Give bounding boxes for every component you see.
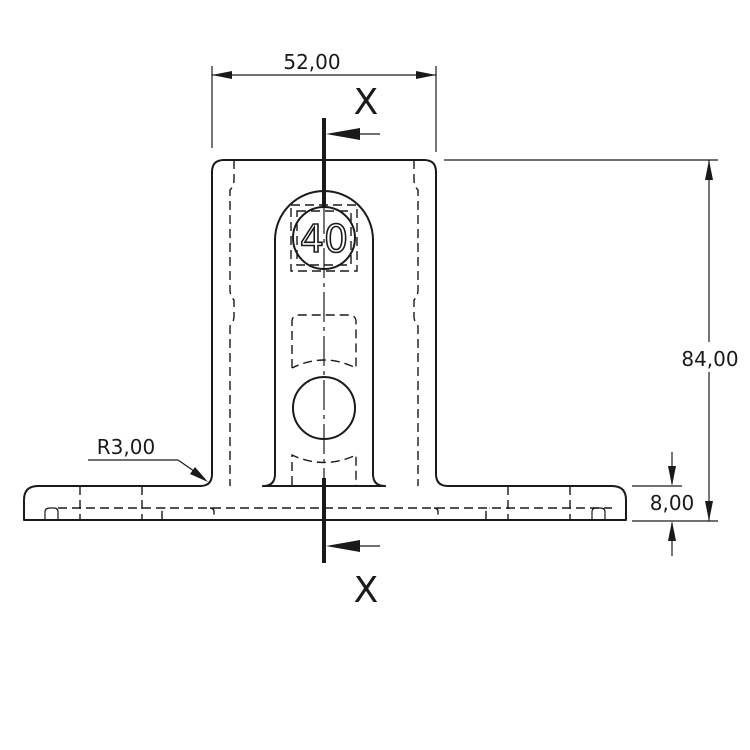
arrow-left-icon — [212, 71, 232, 79]
arrow-up-small-icon — [668, 521, 676, 541]
dimension-height: 84,00 — [444, 159, 739, 522]
section-label-bottom: X — [354, 570, 379, 611]
base-bump-mid-right-b — [485, 507, 491, 520]
arrow-down-small-icon — [668, 466, 676, 486]
arrow-up-icon — [705, 160, 713, 180]
part-outline — [23, 159, 627, 521]
dimension-height-label: 84,00 — [681, 347, 738, 371]
section-label-top: X — [354, 82, 379, 123]
hidden-left-wall — [229, 160, 235, 486]
section-line: X X — [322, 82, 380, 611]
arrow-right-icon — [416, 71, 436, 79]
base-bump-mid-left-a — [161, 507, 167, 520]
dimension-width-label: 52,00 — [283, 50, 340, 74]
arrow-down-icon — [705, 501, 713, 521]
fillet-radius-label: R3,00 — [97, 435, 155, 459]
hidden-upper-pocket — [291, 314, 357, 370]
section-arrow-bottom-icon — [326, 540, 360, 552]
base-bump-left — [44, 507, 59, 520]
base-bump-mid-left-b — [209, 507, 215, 520]
dimension-base-thickness: 8,00 — [632, 452, 694, 556]
outer-profile — [23, 159, 627, 521]
marking-label: 40 — [300, 217, 348, 261]
dimension-width: 52,00 — [211, 50, 437, 152]
dimension-fillet: R3,00 — [88, 435, 208, 482]
hidden-lines — [44, 160, 612, 520]
section-arrow-top-icon — [326, 128, 360, 140]
base-bump-mid-right-a — [433, 507, 439, 520]
leader-arrow-icon — [190, 467, 208, 482]
base-bump-right — [591, 507, 606, 520]
hidden-right-wall — [413, 160, 419, 486]
dimension-base-label: 8,00 — [650, 491, 695, 515]
